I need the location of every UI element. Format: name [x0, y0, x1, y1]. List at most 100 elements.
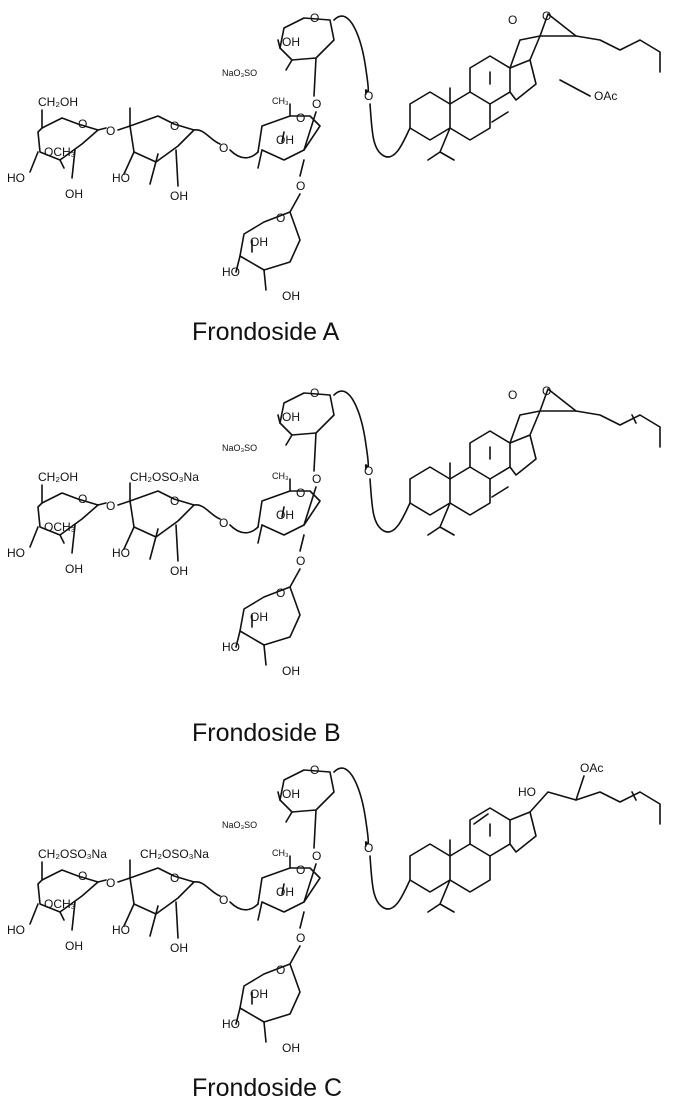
sugar1-ring-oxygen: O	[78, 869, 87, 883]
aglycone-core	[409, 775, 661, 913]
sugar3-hydroxyl: OH	[276, 885, 294, 899]
glycosidic-oxygen-1: O	[106, 876, 115, 890]
sugar5-hydroxyl-top: OH	[250, 235, 268, 249]
sugar1-methoxy: OCH₃	[44, 145, 76, 159]
sugar1-methoxy: OCH₃	[44, 520, 76, 534]
glycosidic-oxygen-4: O	[296, 931, 305, 945]
sugar2-ring-oxygen: O	[170, 871, 179, 885]
sugar4-sulfate: NaO₃SO	[222, 443, 257, 453]
sugar-ring-4	[277, 769, 335, 849]
sugar1-hydroxyl-left: HO	[7, 546, 25, 560]
sugar4-sulfate: NaO₃SO	[222, 820, 257, 830]
sugar2-substituent: CH₂OSO₃Na	[130, 470, 199, 484]
sugar5-hydroxyl-bottom: OH	[282, 1041, 300, 1055]
sugar2-ring-oxygen: O	[170, 494, 179, 508]
c22-acetate: OAc	[580, 761, 603, 775]
sugar4-hydroxyl: OH	[282, 35, 300, 49]
sugar5-ring-oxygen: O	[276, 963, 285, 977]
sugar4-ring-oxygen: O	[310, 386, 319, 400]
glycosidic-oxygen-1: O	[106, 124, 115, 138]
acetate-substituent: OAc	[594, 89, 617, 103]
sugar2-hydroxyl-bottom: OH	[170, 564, 188, 578]
glycosidic-oxygen-4: O	[296, 179, 305, 193]
sugar-ring-5	[235, 963, 301, 1043]
glycosidic-oxygen-3: O	[312, 97, 321, 111]
sugar5-hydroxyl-top: OH	[250, 987, 268, 1001]
glycosidic-oxygen-2: O	[219, 516, 228, 530]
glycosidic-oxygen-4: O	[296, 554, 305, 568]
molecule-frondoside-a: CH₂OH O OCH₃ HO OH O O HO OH O CH₃ O OH	[7, 9, 661, 346]
aglycone-core	[409, 388, 661, 536]
sugar4-hydroxyl: OH	[282, 787, 300, 801]
sugar5-hydroxyl-bottom: OH	[282, 664, 300, 678]
sugar-ring-3	[257, 478, 321, 544]
sugar1-hydroxyl-bottom: OH	[65, 187, 83, 201]
caption-molecule-3: Frondoside C	[192, 1074, 342, 1102]
sugar5-hydroxyl-left: HO	[222, 640, 240, 654]
sugar5-hydroxyl-left: HO	[222, 265, 240, 279]
sugar-ring-1	[29, 109, 99, 179]
sugar-ring-3	[257, 103, 321, 169]
sugar3-methyl: CH₃	[272, 848, 289, 858]
sugar4-ring-oxygen: O	[310, 11, 319, 25]
sugar2-hydroxyl-bottom: OH	[170, 189, 188, 203]
lactone-ring-oxygen: O	[542, 9, 551, 23]
sugar-ring-4	[277, 392, 335, 472]
sugar1-substituent: CH₂OH	[38, 95, 78, 109]
molecule-frondoside-c: CH₂OSO₃Na O OCH₃ HO OH O CH₂OSO₃Na O HO …	[7, 761, 661, 1102]
sugar5-hydroxyl-left: HO	[222, 1017, 240, 1031]
sugar3-hydroxyl: OH	[276, 508, 294, 522]
linker-oxygen: O	[364, 464, 373, 478]
sugar-ring-4	[277, 17, 335, 97]
sugar1-hydroxyl-bottom: OH	[65, 562, 83, 576]
sugar2-substituent: CH₂OSO₃Na	[140, 847, 209, 861]
sugar5-hydroxyl-top: OH	[250, 610, 268, 624]
glycosidic-oxygen-3: O	[312, 849, 321, 863]
sugar2-hydroxyl-left: HO	[112, 546, 130, 560]
sugar3-ring-oxygen: O	[296, 863, 305, 877]
sugar-ring-2	[123, 859, 195, 939]
c20-hydroxyl: HO	[518, 785, 536, 799]
lactone-carbonyl-oxygen: O	[508, 388, 517, 402]
glycosidic-oxygen-3: O	[312, 472, 321, 486]
sugar3-ring-oxygen: O	[296, 486, 305, 500]
sugar3-methyl: CH₃	[272, 96, 289, 106]
sugar1-hydroxyl-bottom: OH	[65, 939, 83, 953]
sugar2-hydroxyl-left: HO	[112, 171, 130, 185]
sugar1-substituent: CH₂OSO₃Na	[38, 847, 107, 861]
lactone-ring-oxygen: O	[542, 384, 551, 398]
sugar1-substituent: CH₂OH	[38, 470, 78, 484]
aglycone-core	[409, 13, 661, 161]
sugar1-ring-oxygen: O	[78, 492, 87, 506]
linker-arc-bottom	[369, 103, 411, 158]
linker-oxygen: O	[364, 89, 373, 103]
molecule-frondoside-b: CH₂OH O OCH₃ HO OH O CH₂OSO₃Na O HO OH O…	[7, 384, 661, 747]
sugar3-methyl: CH₃	[272, 471, 289, 481]
caption-molecule-2: Frondoside B	[192, 719, 341, 747]
linker-arc-bottom	[369, 478, 411, 533]
sugar3-hydroxyl: OH	[276, 133, 294, 147]
glycosidic-oxygen-2: O	[219, 893, 228, 907]
sugar5-ring-oxygen: O	[276, 586, 285, 600]
sugar2-ring-oxygen: O	[170, 119, 179, 133]
sugar-ring-1	[29, 861, 99, 931]
sugar2-hydroxyl-left: HO	[112, 923, 130, 937]
sugar5-hydroxyl-bottom: OH	[282, 289, 300, 303]
sugar-ring-1	[29, 484, 99, 554]
sugar5-ring-oxygen: O	[276, 211, 285, 225]
sugar1-methoxy: OCH₃	[44, 897, 76, 911]
linker-arc-bottom	[369, 855, 411, 910]
sugar-ring-5	[235, 211, 301, 291]
sugar4-sulfate: NaO₃SO	[222, 68, 257, 78]
sugar-ring-2	[123, 482, 195, 562]
sugar-ring-3	[257, 855, 321, 921]
sugar1-hydroxyl-left: HO	[7, 171, 25, 185]
sugar4-hydroxyl: OH	[282, 410, 300, 424]
sugar4-ring-oxygen: O	[310, 763, 319, 777]
sugar1-hydroxyl-left: HO	[7, 923, 25, 937]
sugar-ring-2	[123, 107, 195, 187]
lactone-carbonyl-oxygen: O	[508, 13, 517, 27]
caption-molecule-1: Frondoside A	[192, 318, 340, 346]
linker-arc-top	[333, 767, 370, 847]
